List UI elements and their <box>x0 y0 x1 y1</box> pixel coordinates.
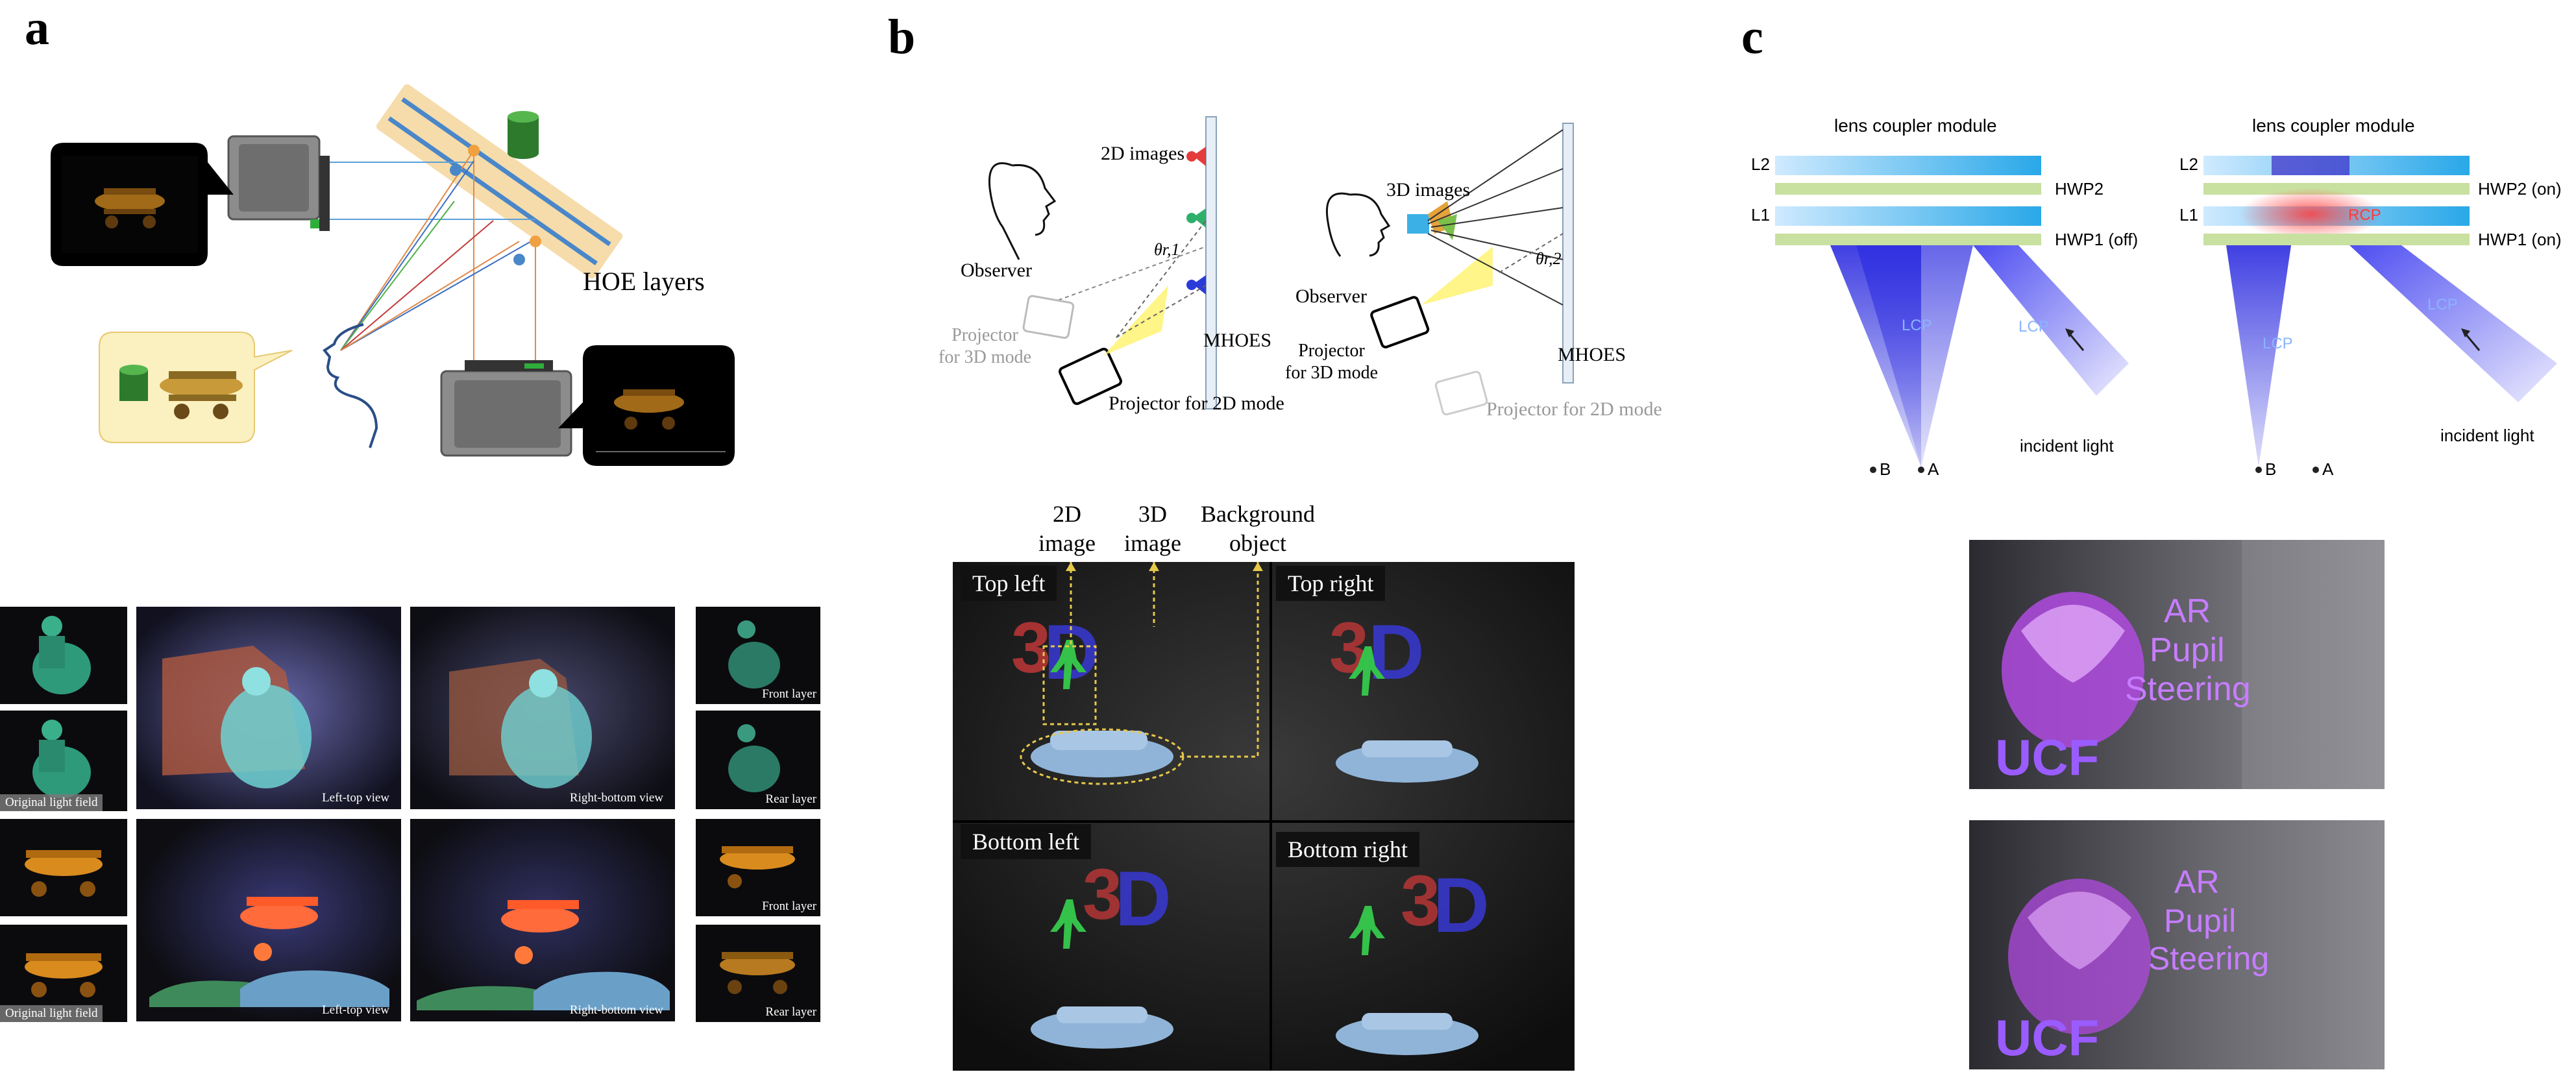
c-top-logo: UCF <box>1995 729 2100 786</box>
c-left-A: A <box>1928 459 1939 479</box>
quadrant-br: 3 D <box>1336 861 1490 1055</box>
b-left-images-label: 2D images <box>1101 143 1185 164</box>
svg-text:D: D <box>1115 855 1171 942</box>
c-left-lcp-1: LCP <box>1902 317 1932 334</box>
b-right-observer: Observer <box>1295 286 1367 307</box>
svg-text:D: D <box>1368 609 1425 696</box>
projector-blue-icon <box>1186 275 1206 295</box>
c-left-HWP2: HWP2 <box>2055 179 2104 199</box>
statue-rear-layer: Rear layer <box>696 711 820 809</box>
svg-text:3: 3 <box>1083 855 1122 934</box>
b-left-projector-3d: Projector for 3D mode <box>938 325 1032 367</box>
caption-right-bottom-1: Right-bottom view <box>569 791 663 805</box>
caption-original-1: Original light field <box>0 794 103 811</box>
c-right-HWP1: HWP1 (on) <box>2478 230 2562 249</box>
annot-2d-image: 2D image <box>1038 501 1096 556</box>
c-left-lcp-2: LCP <box>2018 318 2049 335</box>
caption-rear-2: Rear layer <box>765 1005 816 1019</box>
c-bottom-steering: Steering <box>2148 940 2270 977</box>
svg-text:3: 3 <box>1401 861 1440 941</box>
panel-label-a: a <box>25 1 49 55</box>
c-right-title: lens coupler module <box>2252 116 2415 136</box>
statue-original-bottom: Original light field <box>0 711 127 811</box>
c-left-L2: L2 <box>1751 154 1770 174</box>
caption-front-2: Front layer <box>762 899 816 913</box>
quadrant-bl: 3 D <box>1031 855 1173 1049</box>
b-right-mhoes: MHOES <box>1558 344 1626 365</box>
plane-left-top-view: Left-top view <box>136 819 401 1021</box>
quadrant-label-bottom-right: Bottom right <box>1276 832 1420 867</box>
c-right-rcp: RCP <box>2348 206 2381 224</box>
c-right-B: B <box>2265 459 2277 479</box>
c-bottom-pupil: Pupil <box>2164 903 2237 939</box>
c-bottom-logo: UCF <box>1995 1009 2100 1066</box>
statue-front-layer: Front layer <box>696 607 820 704</box>
3d-objects-icon <box>1407 201 1457 240</box>
c-left-HWP1: HWP1 (off) <box>2055 230 2139 249</box>
plane-original-top <box>0 819 127 916</box>
caption-left-top-1: Left-top view <box>322 791 389 805</box>
quadrant-label-top-right: Top right <box>1276 566 1386 601</box>
c-left-B: B <box>1880 459 1891 479</box>
b-left-observer: Observer <box>961 260 1032 281</box>
b-photo-grid: 3 D 3 D 3 D 3 D <box>953 562 1575 1071</box>
c-top-steering: Steering <box>2125 670 2251 708</box>
quadrant-label-top-left: Top left <box>961 566 1057 601</box>
c-photo-top: AR Pupil Steering UCF <box>1969 540 2385 789</box>
quadrant-label-bottom-left: Bottom left <box>961 824 1091 859</box>
c-right-L2: L2 <box>2179 154 2198 174</box>
projector-green-icon <box>1186 208 1206 228</box>
projector-red-icon <box>1186 147 1206 166</box>
c-left-incident: incident light <box>2020 436 2114 456</box>
plane-rear-layer: Rear layer <box>696 925 820 1022</box>
panel-label-b: b <box>888 10 916 64</box>
statue-original-top <box>0 607 127 704</box>
svg-text:D: D <box>1433 862 1490 949</box>
caption-original-2: Original light field <box>0 1005 103 1022</box>
c-top-ar: AR <box>2164 592 2211 630</box>
b-left-projector-2d: Projector for 2D mode <box>1109 393 1284 414</box>
c-top-pupil: Pupil <box>2150 631 2225 669</box>
c-right-lcp-1: LCP <box>2263 335 2293 352</box>
b-left-mhoes: MHOES <box>1203 330 1272 351</box>
caption-rear-1: Rear layer <box>765 792 816 806</box>
cylinder-icon <box>508 111 539 159</box>
statue-left-top-view: Left-top view <box>136 607 401 809</box>
caption-left-top-2: Left-top view <box>322 1003 389 1017</box>
c-right-A: A <box>2322 459 2334 479</box>
b-right-projector-3d: Projector for 3D mode <box>1285 341 1379 383</box>
quadrant-tl: 3 D <box>1011 608 1184 785</box>
c-bottom-ar: AR <box>2174 864 2220 900</box>
b-right-projector-2d: Projector for 2D mode <box>1486 398 1662 420</box>
c-right-incident: incident light <box>2440 426 2534 445</box>
plane-original-bottom: Original light field <box>0 925 127 1022</box>
c-left-title: lens coupler module <box>1834 116 1997 136</box>
panel-label-c: c <box>1741 10 1763 64</box>
b-left-theta: θr,1 <box>1154 240 1180 259</box>
quadrant-tr: 3 D <box>1329 608 1478 783</box>
caption-right-bottom-2: Right-bottom view <box>569 1003 663 1017</box>
b-right-images-label: 3D images <box>1386 179 1471 201</box>
c-left-L1: L1 <box>1751 205 1770 225</box>
b-right-theta: θr,2 <box>1536 249 1562 268</box>
plane-front-layer: Front layer <box>696 819 820 916</box>
plane-right-bottom-view: Right-bottom view <box>410 819 675 1021</box>
svg-text:3: 3 <box>1329 608 1369 688</box>
statue-right-bottom-view: Right-bottom view <box>410 607 675 809</box>
hoe-layers-label: HOE layers <box>583 267 705 296</box>
caption-front-1: Front layer <box>762 687 816 701</box>
c-right-HWP2: HWP2 (on) <box>2478 179 2562 199</box>
c-right-lcp-2: LCP <box>2427 296 2458 313</box>
panel-a-schematic <box>51 84 735 466</box>
c-right-L1: L1 <box>2179 205 2198 225</box>
annot-background-object: Background object <box>1201 501 1315 556</box>
annot-3d-image: 3D image <box>1124 501 1181 556</box>
c-photo-bottom: AR Pupil Steering UCF <box>1969 820 2385 1069</box>
